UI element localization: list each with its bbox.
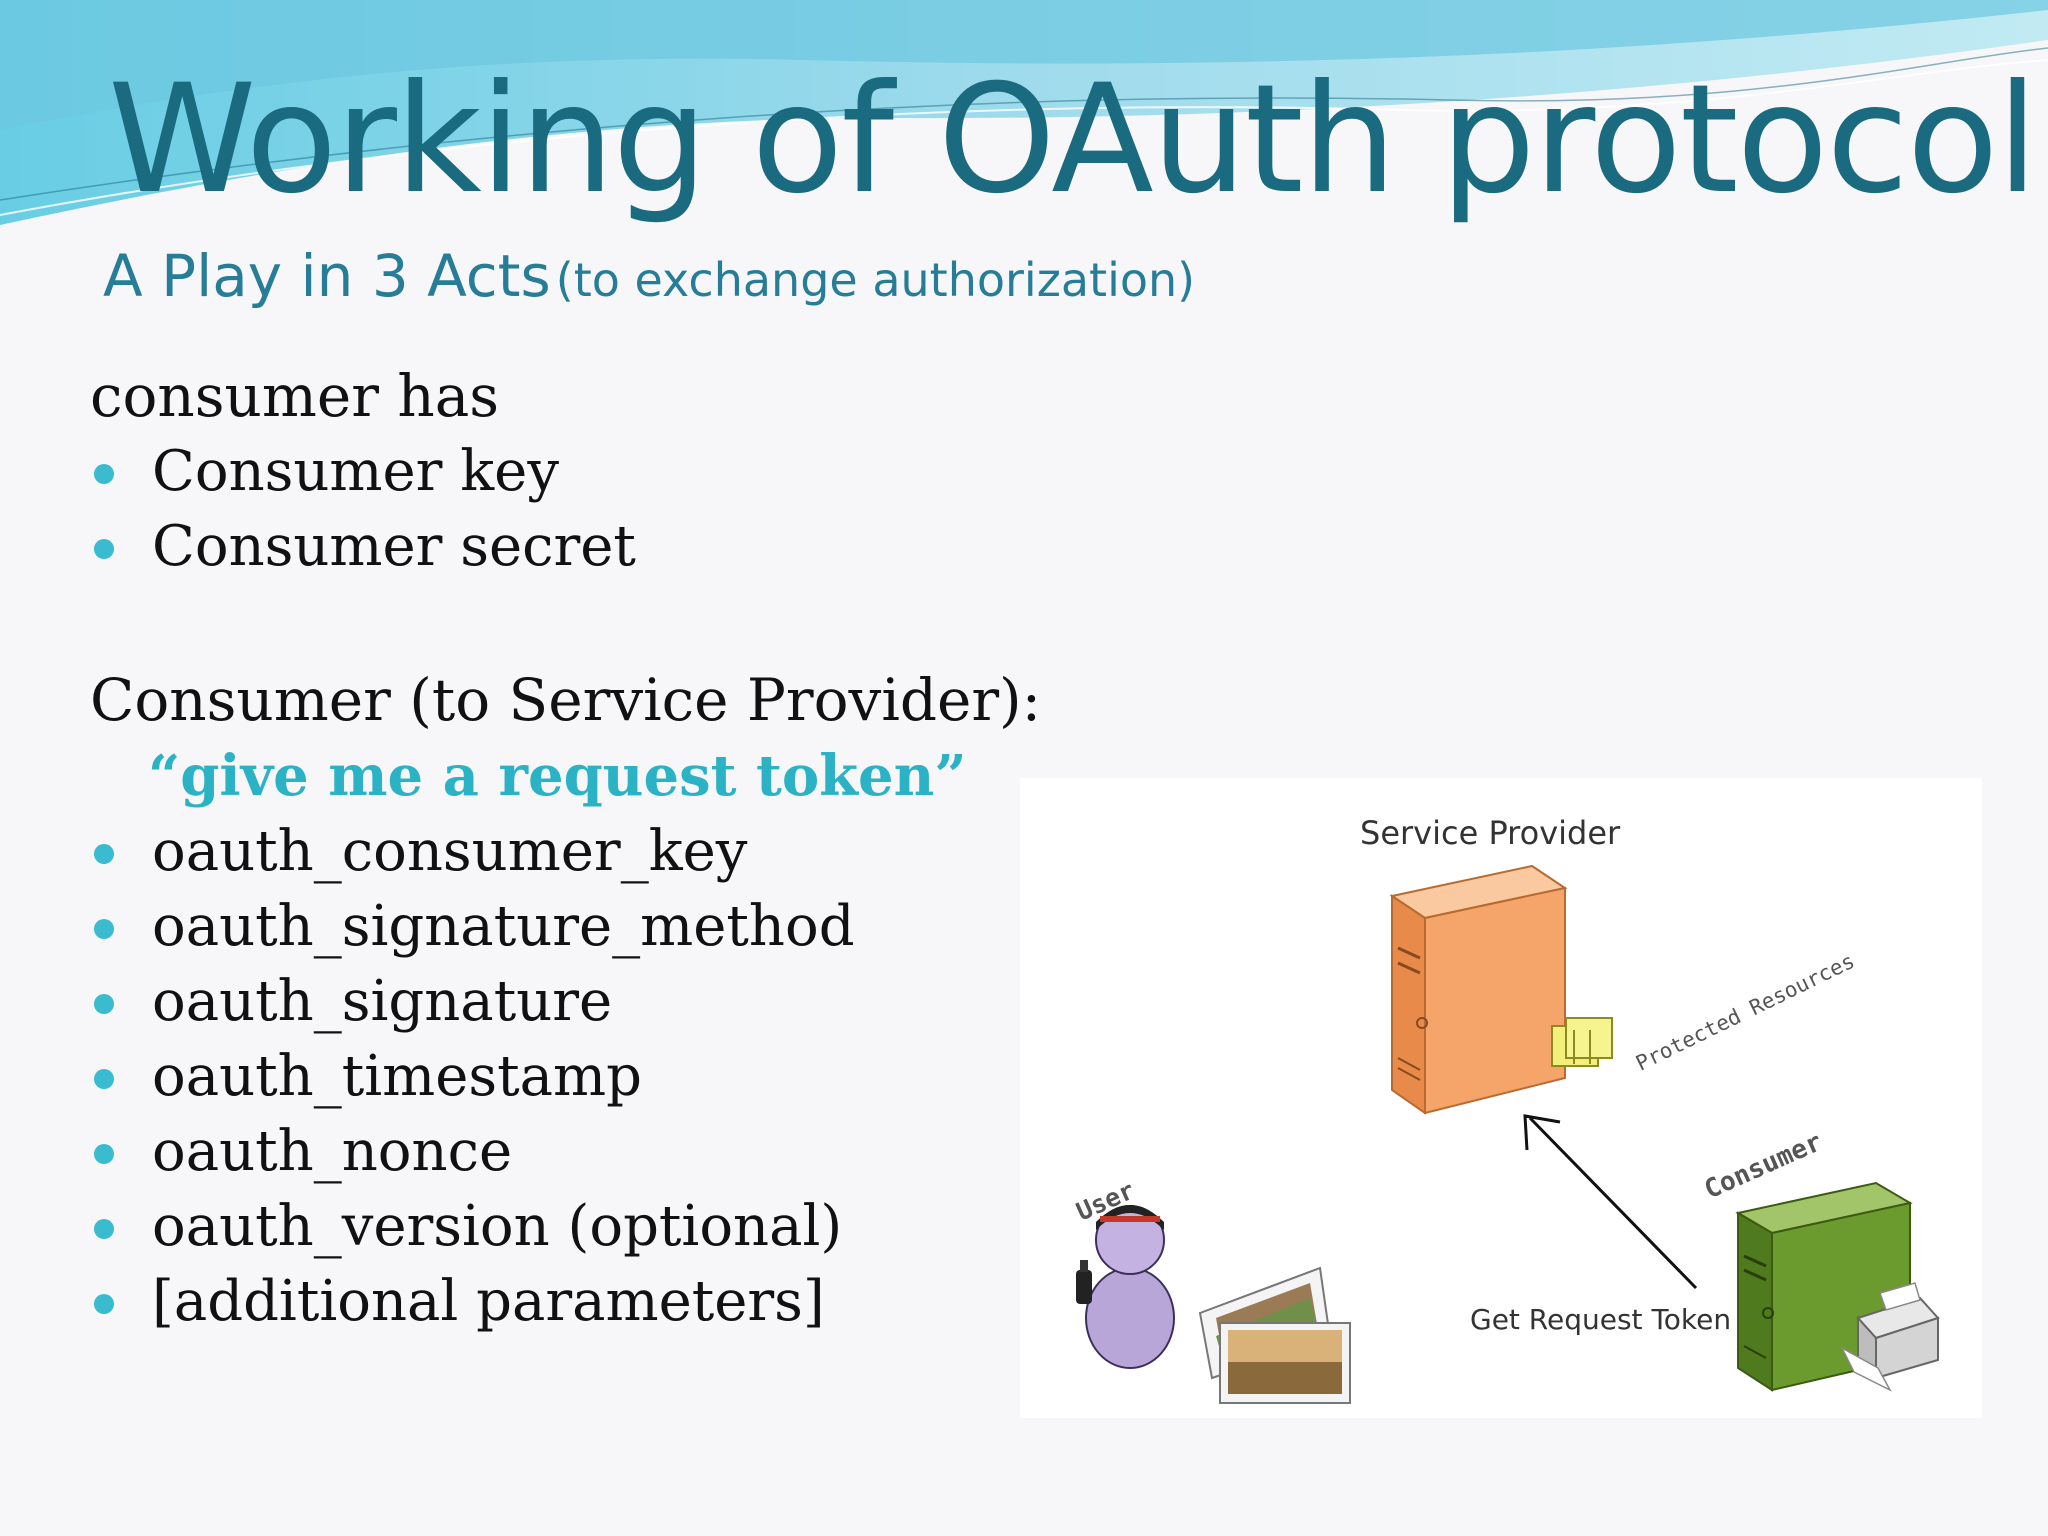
bullet-icon — [94, 994, 114, 1014]
list-item: oauth_nonce — [90, 1114, 1041, 1189]
printer-icon — [1840, 1282, 1940, 1392]
section-heading-consumer-to-provider: Consumer (to Service Provider): — [90, 666, 1042, 734]
subtitle-paren: (to exchange authorization) — [555, 253, 1196, 307]
request-token-section: Consumer (to Service Provider): “give me… — [90, 662, 1041, 1339]
request-token-quote: “give me a request token” — [148, 743, 967, 809]
list-item: oauth_timestamp — [90, 1039, 1041, 1114]
service-provider-label: Service Provider — [1360, 814, 1621, 852]
bullet-icon — [94, 844, 114, 864]
list-item: oauth_version (optional) — [90, 1189, 1041, 1264]
list-item: oauth_signature_method — [90, 889, 1041, 964]
slide-title: Working of OAuth protocol — [108, 53, 2038, 227]
photos-icon — [1198, 1266, 1351, 1404]
header-wave-decoration — [0, 0, 2048, 225]
diagram-art — [1076, 864, 1940, 1404]
request-arrow-icon — [1523, 1114, 1698, 1290]
get-request-token-label: Get Request Token — [1470, 1303, 1732, 1336]
list-item: oauth_consumer_key — [90, 814, 1041, 889]
subtitle-main: A Play in 3 Acts — [103, 242, 551, 310]
user-avatar-icon — [1076, 1205, 1175, 1369]
bullet-icon — [94, 539, 114, 559]
list-item: oauth_signature — [90, 964, 1041, 1039]
list-item: Consumer key — [90, 434, 636, 509]
bullet-icon — [94, 1069, 114, 1089]
bullet-icon — [94, 1294, 114, 1314]
folders-icon — [1551, 1017, 1613, 1067]
bullet-icon — [94, 1144, 114, 1164]
consumer-has-list: Consumer key Consumer secret — [90, 434, 636, 584]
section-heading-consumer-has: consumer has — [90, 362, 500, 430]
consumer-has-section: consumer has Consumer key Consumer secre… — [90, 358, 636, 584]
bullet-icon — [94, 1219, 114, 1239]
list-item: Consumer secret — [90, 509, 636, 584]
bullet-icon — [94, 919, 114, 939]
service-provider-server-icon — [1389, 864, 1568, 1115]
slide-subtitle: A Play in 3 Acts (to exchange authorizat… — [103, 242, 1195, 310]
list-item: [additional parameters] — [90, 1264, 1041, 1339]
oauth-parameter-list: oauth_consumer_key oauth_signature_metho… — [90, 814, 1041, 1339]
bullet-icon — [94, 464, 114, 484]
oauth-request-token-diagram: Service Provider Protected Resources Con… — [1020, 778, 1982, 1418]
